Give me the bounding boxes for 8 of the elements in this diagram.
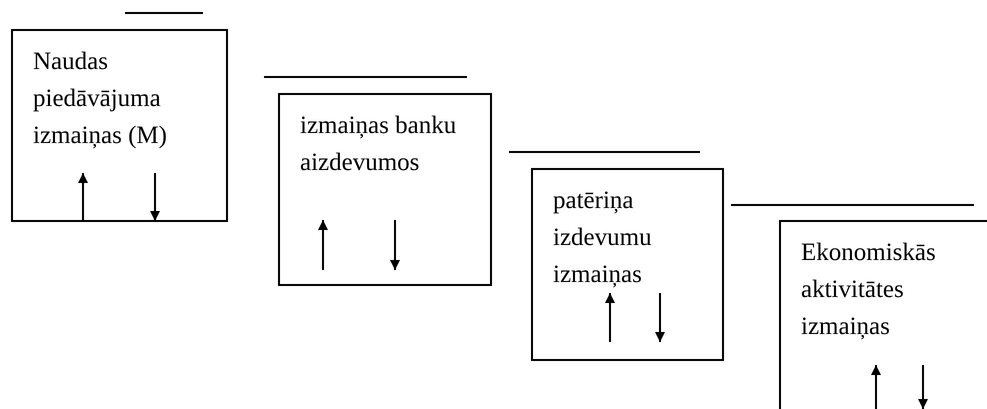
process-box xyxy=(278,93,492,286)
process-box xyxy=(11,29,228,222)
box-label: izmaiņas banku aizdevumos xyxy=(300,111,458,178)
box-label: patēriņa izdevumu izmaiņas xyxy=(553,186,653,290)
process-box xyxy=(531,168,724,361)
box-label: Naudas piedāvājuma izmaiņas (M) xyxy=(33,47,168,151)
process-box xyxy=(779,220,987,409)
box-label: Ekonomiskās aktivitātes izmaiņas xyxy=(801,238,937,342)
